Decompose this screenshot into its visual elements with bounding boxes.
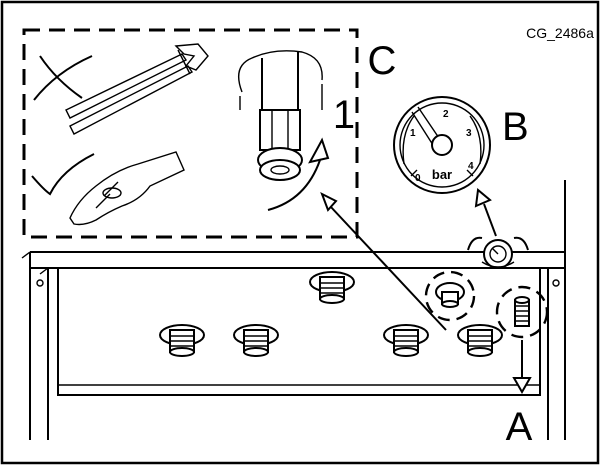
valve-detail <box>238 50 323 181</box>
boiler-body <box>21 180 566 440</box>
arrow-to-a <box>512 340 532 395</box>
gauge-tick-0: 0 <box>415 173 421 184</box>
rotate-arrow-icon <box>267 137 330 211</box>
pipe-connection <box>457 324 503 357</box>
figure-code: CG_2486a <box>526 25 594 41</box>
arrow-to-inset <box>320 191 447 331</box>
filling-valve <box>424 270 476 322</box>
label-b: B <box>502 105 529 149</box>
gauge-tick-4: 4 <box>468 161 474 172</box>
inset-frame <box>22 28 359 239</box>
drain-valve <box>495 285 549 339</box>
small-gauge <box>467 236 529 269</box>
arrow-to-gauge <box>474 188 497 237</box>
step-number: 1 <box>333 93 355 137</box>
pipe-connection <box>383 324 429 357</box>
gauge-unit: bar <box>432 167 452 182</box>
pipe-connection <box>233 324 279 357</box>
pipe-connection <box>309 271 355 304</box>
gauge-tick-2: 2 <box>443 109 449 120</box>
gauge-tick-3: 3 <box>466 128 472 139</box>
inset-c: 1 <box>22 28 359 239</box>
cross-icon <box>33 55 93 101</box>
label-c: C <box>368 39 397 83</box>
label-a: A <box>506 405 533 449</box>
hand-icon <box>69 151 185 226</box>
gauge-tick-1: 1 <box>410 128 416 139</box>
pressure-gauge: 0 1 2 3 4 bar <box>393 96 491 194</box>
check-icon <box>31 153 95 196</box>
pipe-connection <box>159 324 205 357</box>
pipe-connections <box>159 271 503 357</box>
pipe-wrench-icon <box>65 43 209 135</box>
